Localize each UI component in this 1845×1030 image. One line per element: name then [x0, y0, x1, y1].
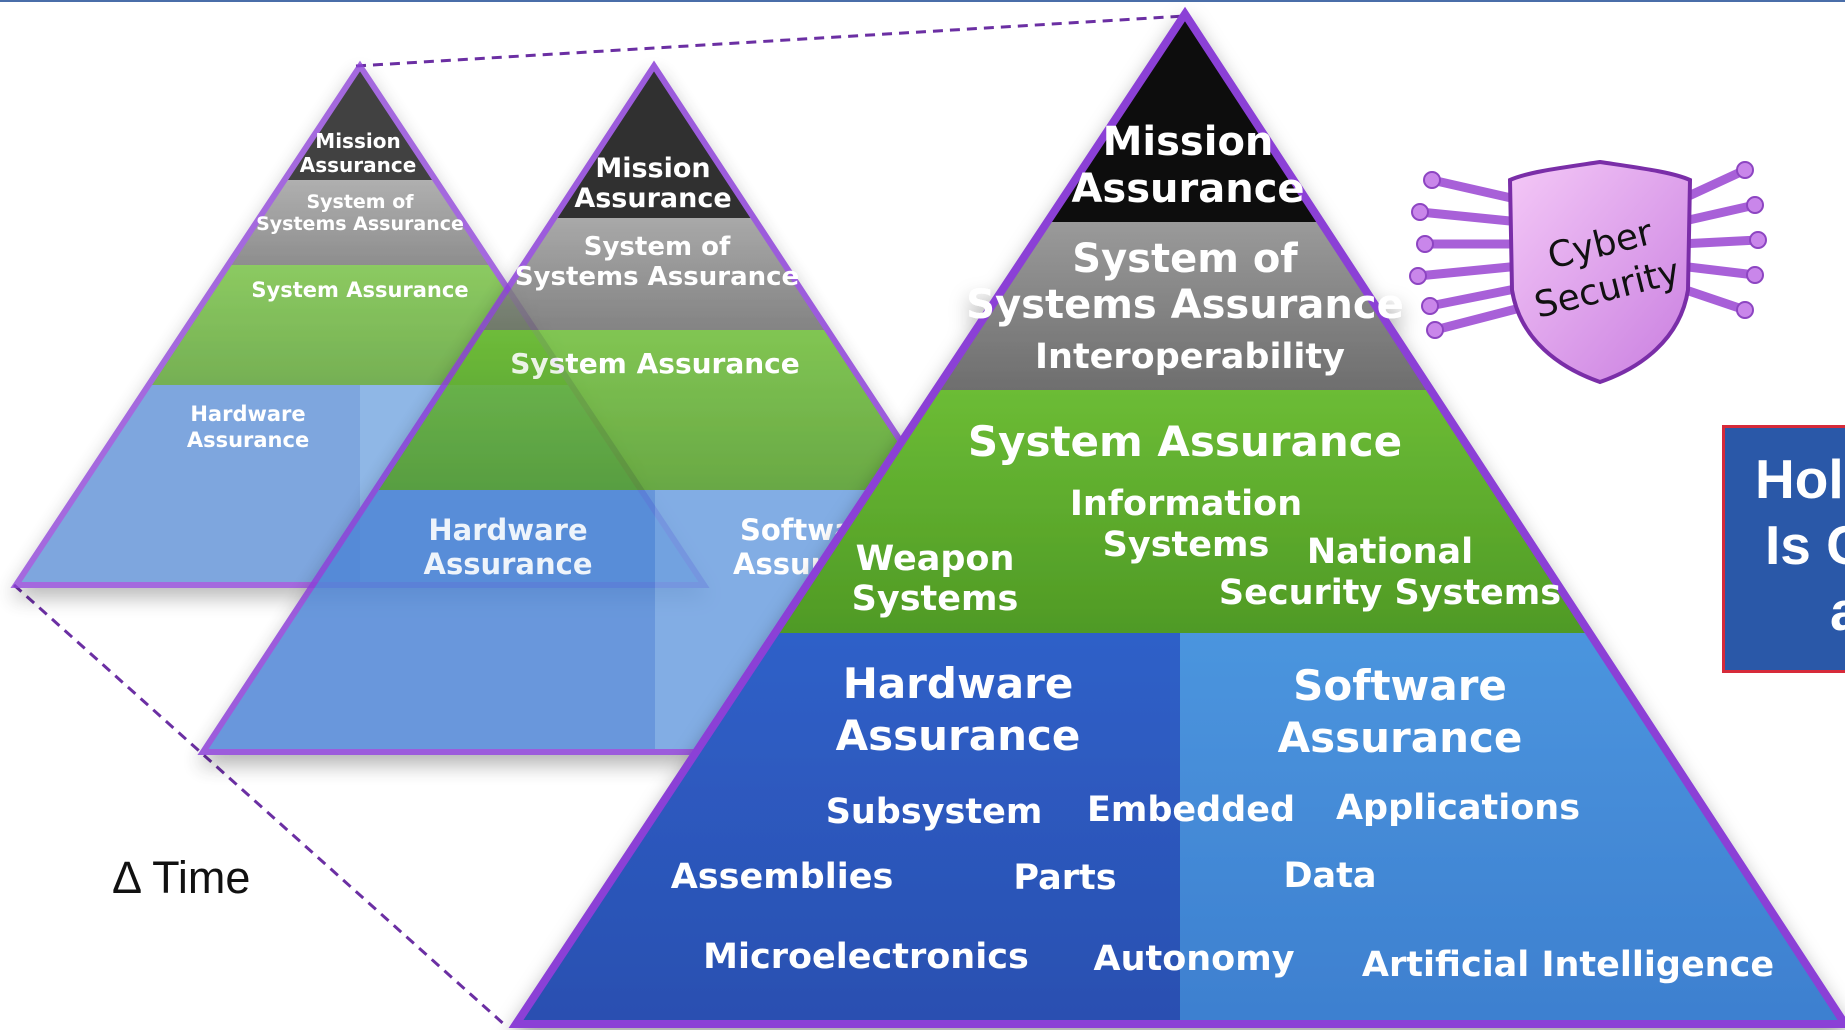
callout-line-2: Is C — [1765, 514, 1845, 576]
cyber-security-badge: Cyber Security — [1409, 159, 1767, 385]
small-mission-label-1: Mission — [315, 129, 400, 153]
perspective-line-top — [355, 14, 1186, 68]
callout-box: Hol Is C a — [1722, 425, 1845, 673]
main-system-label: System Assurance — [968, 417, 1402, 466]
mid-hardware-label-2: Assurance — [424, 547, 593, 581]
small-mission-label-2: Assurance — [300, 153, 417, 177]
main-interoperability-label: Interoperability — [1035, 337, 1345, 377]
small-hardware-label-1: Hardware — [190, 402, 305, 426]
main-sos-label-2: Systems Assurance — [966, 282, 1403, 328]
mid-sos-label-1: System of — [584, 232, 731, 262]
circuit-nodes — [1409, 161, 1767, 339]
main-software-label-2: Assurance — [1278, 713, 1523, 762]
microelectronics-label: Microelectronics — [703, 937, 1029, 977]
main-hardware-label-2: Assurance — [836, 711, 1081, 760]
shield-shape — [1507, 159, 1693, 385]
mid-hardware-label-1: Hardware — [428, 513, 587, 547]
nss-label-1: National — [1307, 532, 1473, 572]
perspective-line-bottom — [12, 583, 508, 1028]
mid-sos-label-2: Systems Assurance — [515, 262, 799, 292]
parts-label: Parts — [1013, 858, 1116, 898]
ai-label: Artificial Intelligence — [1362, 945, 1774, 985]
weapon-systems-label-1: Weapon — [856, 539, 1015, 579]
mid-mission-label-1: Mission — [595, 153, 710, 184]
small-hardware-label-2: Assurance — [187, 428, 309, 452]
top-rule — [0, 0, 1845, 2]
delta-time-label: Δ Time — [112, 852, 251, 903]
nss-label-2: Security Systems — [1219, 573, 1561, 613]
assemblies-label: Assemblies — [671, 857, 894, 897]
info-systems-label-2: Systems — [1103, 525, 1270, 565]
data-label: Data — [1283, 856, 1376, 896]
applications-label: Applications — [1336, 788, 1580, 828]
mid-mission-label-2: Assurance — [574, 183, 731, 214]
autonomy-label: Autonomy — [1093, 939, 1294, 979]
main-mission-label-1: Mission — [1103, 119, 1274, 165]
main-mission-label-2: Assurance — [1071, 166, 1304, 212]
small-system-label: System Assurance — [251, 278, 468, 302]
embedded-label: Embedded — [1087, 790, 1295, 830]
small-sos-label-2: Systems Assurance — [256, 213, 464, 235]
main-hardware-label-1: Hardware — [843, 659, 1074, 708]
shield-circuit-icon — [1413, 165, 1763, 335]
callout-line-3: a — [1725, 578, 1845, 644]
subsystem-label: Subsystem — [826, 792, 1043, 832]
main-software-label-1: Software — [1293, 661, 1507, 710]
weapon-systems-label-2: Systems — [852, 579, 1019, 619]
callout-line-1: Hol — [1755, 448, 1844, 510]
info-systems-label-1: Information — [1070, 484, 1302, 524]
mid-system-label: System Assurance — [510, 347, 800, 380]
main-sos-label-1: System of — [1072, 236, 1298, 282]
small-sos-label-1: System of — [306, 191, 414, 213]
